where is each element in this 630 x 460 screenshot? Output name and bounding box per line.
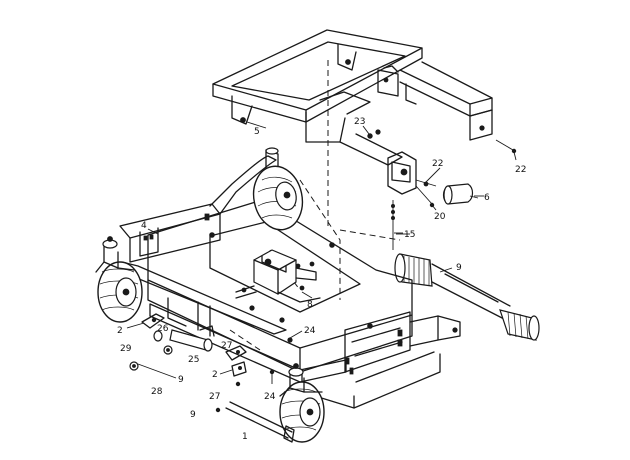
label-part-28: 28 <box>151 387 163 397</box>
label-part-2-upper: 2 <box>117 326 123 336</box>
label-part-4: 4 <box>141 221 147 231</box>
rear-caster-wheel <box>252 165 304 231</box>
label-part-2-lower: 2 <box>212 370 218 380</box>
label-part-22-right: 22 <box>515 165 526 175</box>
label-part-9-shaft: 9 <box>456 263 462 273</box>
leader-lines <box>126 121 517 375</box>
link-bracket-assembly <box>367 133 484 208</box>
front-left-caster-wheel <box>95 236 143 323</box>
pto-drive-shaft <box>394 253 540 341</box>
label-part-6: 6 <box>484 193 490 203</box>
label-part-9-pin: 9 <box>178 375 184 385</box>
label-part-8: 8 <box>307 300 313 310</box>
part-labels: 5 23 22 22 20 6 15 9 4 8 24 2 26 29 25 9… <box>117 117 526 442</box>
front-right-caster-wheel <box>279 363 325 443</box>
label-part-20: 20 <box>434 212 446 222</box>
label-part-25: 25 <box>188 355 199 365</box>
label-part-1: 1 <box>242 432 248 442</box>
label-part-22-upper: 22 <box>432 159 443 169</box>
label-part-23: 23 <box>354 117 365 127</box>
part-15-spring-link <box>390 200 410 250</box>
label-part-29: 29 <box>120 344 132 354</box>
hitch-frame <box>212 29 517 166</box>
label-part-15: 15 <box>404 230 415 240</box>
label-part-5: 5 <box>254 127 260 137</box>
label-part-9-rod: 9 <box>190 410 196 420</box>
label-part-24-upper: 24 <box>304 326 316 336</box>
label-part-27-lower: 27 <box>209 392 220 402</box>
label-part-27-upper: 27 <box>221 341 232 351</box>
hardware-small-parts <box>129 313 295 443</box>
label-part-24-lower: 24 <box>264 392 276 402</box>
label-part-26: 26 <box>157 324 169 334</box>
gearbox <box>235 249 321 303</box>
